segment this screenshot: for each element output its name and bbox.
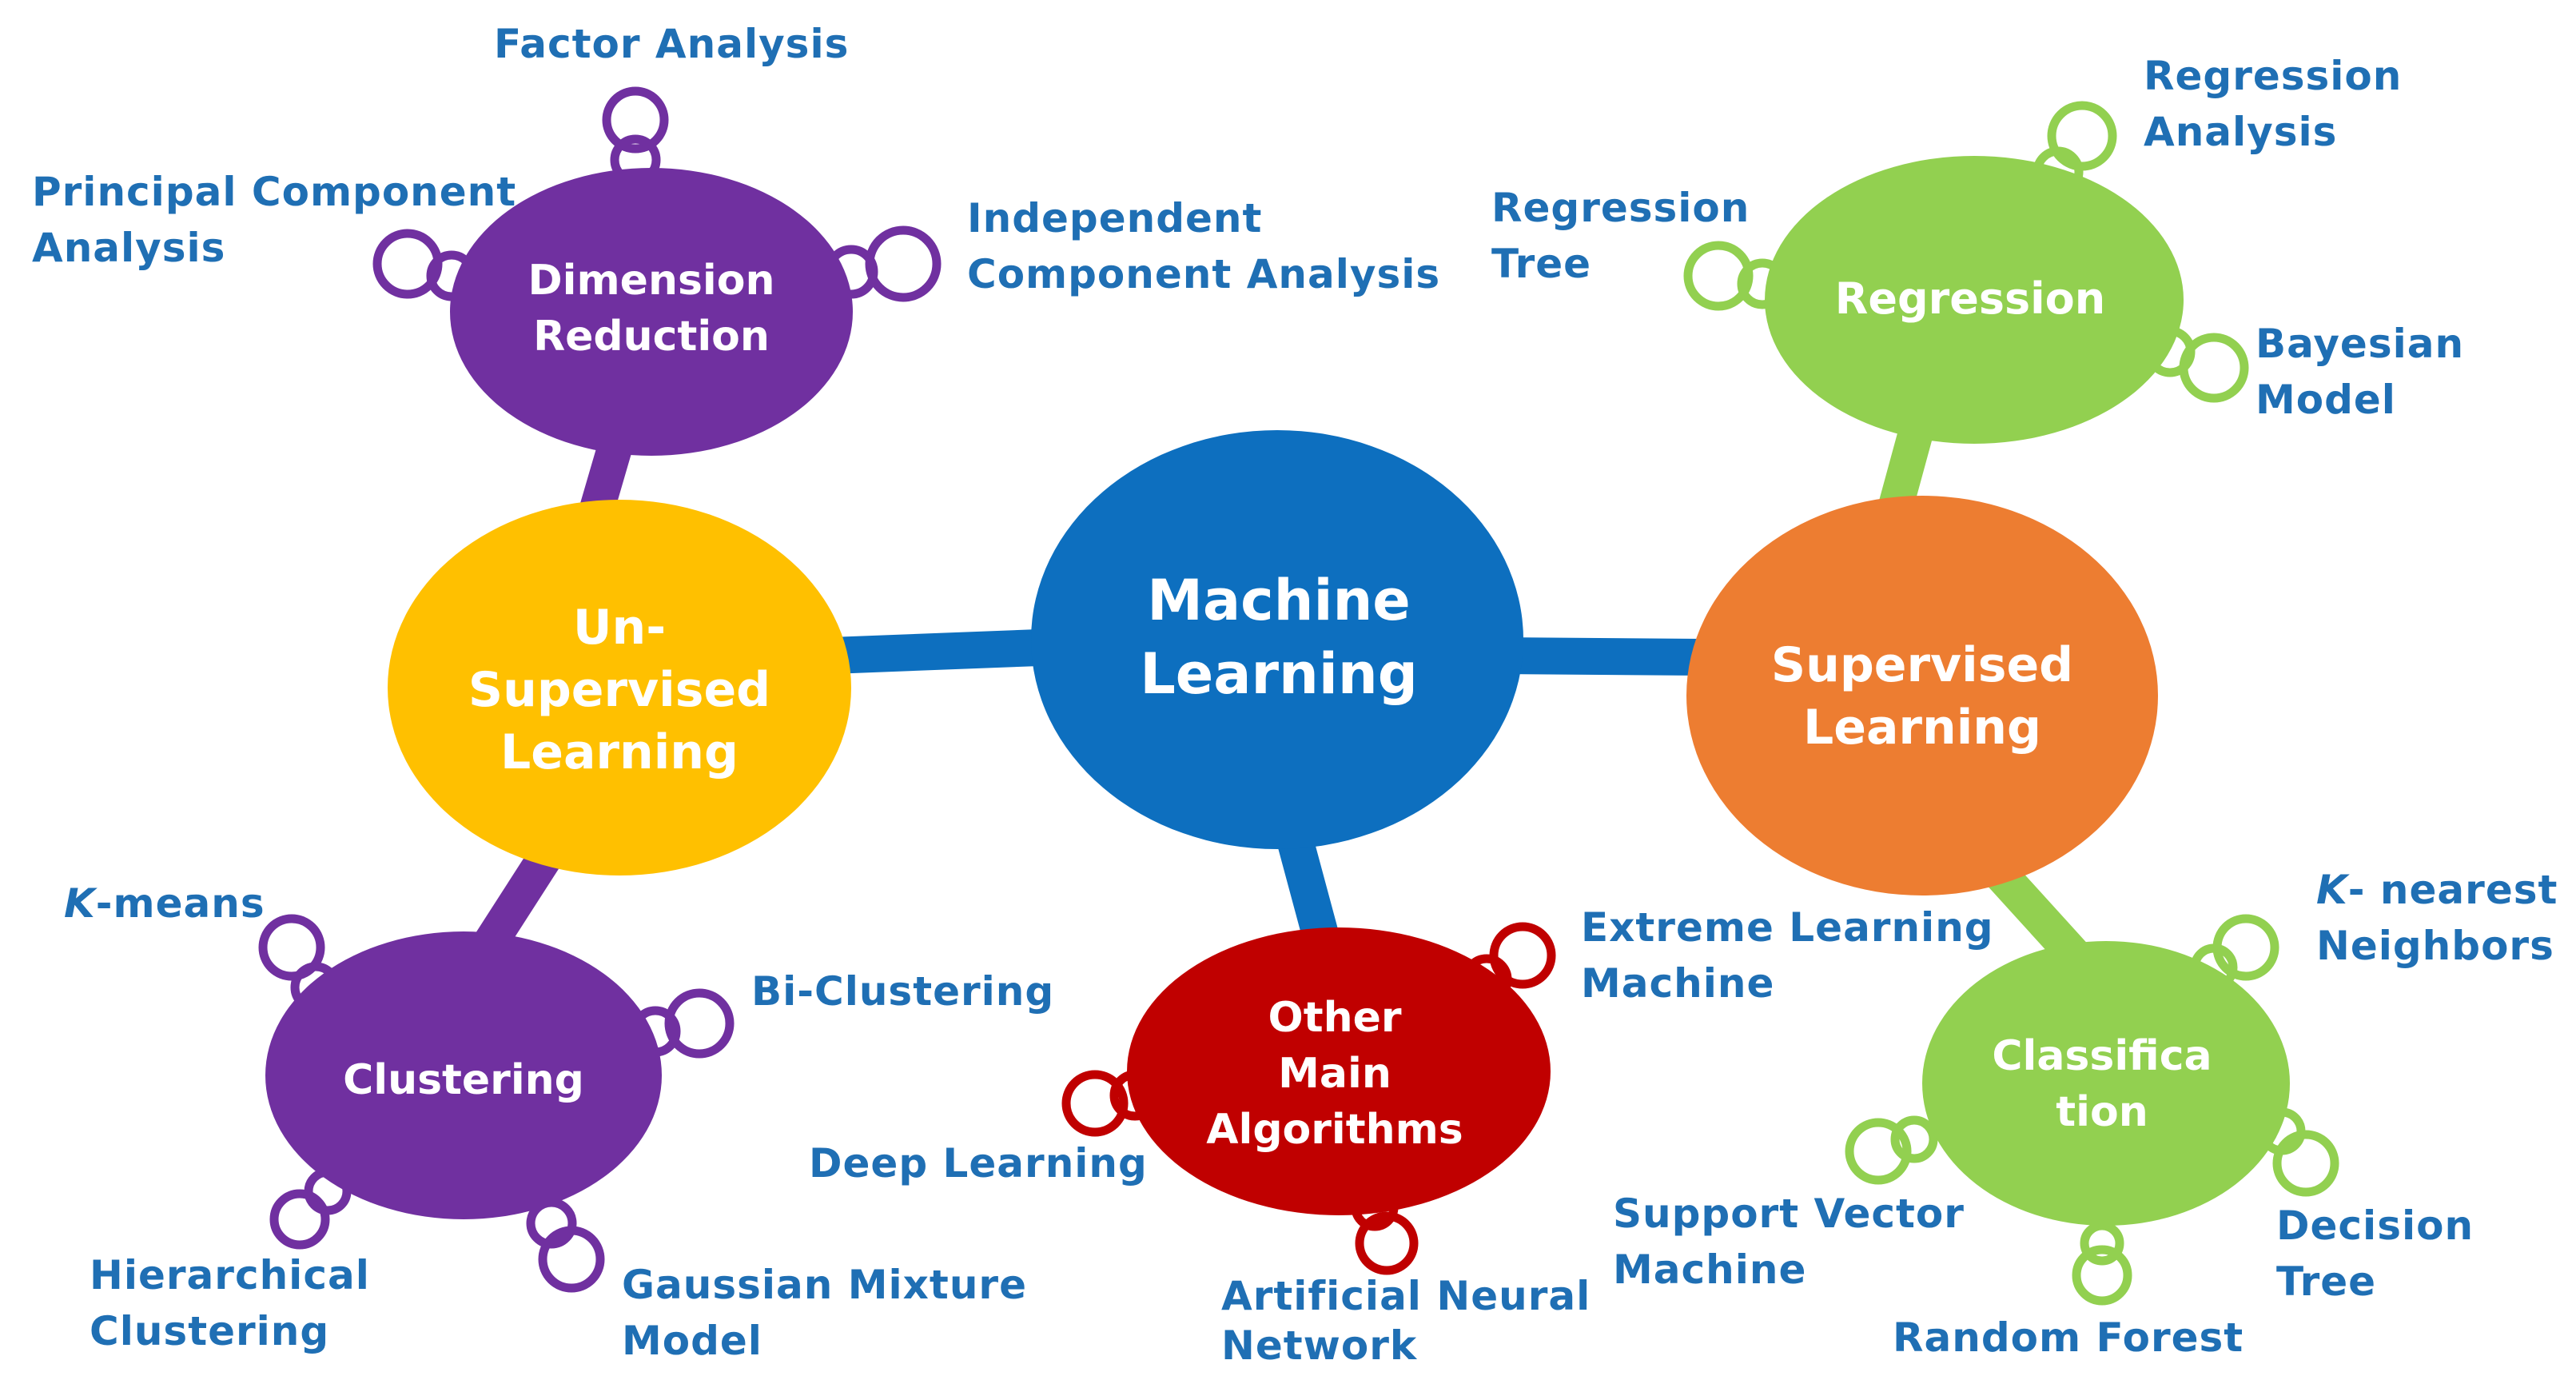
label-gmm-line-1: Gaussian Mixture [622,1262,1027,1308]
connector-center-supervised [1502,637,1703,676]
label-decision-tree: Decision Tree [2276,1198,2474,1310]
label-artificial-neural-network: Artificial Neural Network [1221,1271,1591,1370]
label-bayesian-line-1: Bayesian [2255,321,2465,367]
label-hierarchical-line-1: Hierarchical [90,1252,370,1298]
ring-kmeans-1 [258,914,325,981]
label-extreme-learning-machine: Extreme Learning Machine [1581,899,1994,1011]
label-ann-line-2: Network [1221,1322,1418,1369]
label-support-vector-machine: Support Vector Machine [1613,1186,1965,1298]
node-classification [1922,941,2290,1226]
ring-svm-2 [1890,1115,1938,1163]
label-bayesian-line-2: Model [2255,377,2396,423]
label-random-forest: Random Forest [1893,1314,2244,1361]
label-regression-tree: Regression Tree [1491,180,1750,292]
label-elm-line-1: Extreme Learning [1581,904,1994,951]
ring-biclustering-1 [664,988,735,1059]
node-regression [1765,156,2184,444]
label-hierarchical-clustering: Hierarchical Clustering [90,1247,370,1359]
label-bayesian-model: Bayesian Model [2255,316,2464,428]
node-text-regression: Regression [1835,273,2105,324]
ring-hierarchical-1 [269,1189,330,1250]
node-machine-learning [1031,430,1523,849]
label-gaussian-mixture-model: Gaussian Mixture Model [622,1257,1027,1369]
node-clustering [265,931,662,1219]
label-ica-line-2: Component Analysis [967,251,1441,297]
nodes [265,156,2290,1226]
ring-random-forest-2 [2080,1221,2124,1266]
label-pca-line-2: Analysis [32,225,226,271]
label-regression-tree-line-1: Regression [1491,185,1750,231]
ring-gmm-1 [538,1226,605,1293]
label-k-means-rest: -means [95,880,265,927]
ring-decision-tree-1 [2272,1130,2339,1197]
label-independent-component-analysis: Independent Component Analysis [967,190,1440,302]
label-factor-analysis: Factor Analysis [494,21,850,67]
label-decision-tree-line-2: Tree [2276,1258,2377,1305]
ring-regression-tree-1 [1683,241,1754,311]
connector-center-unsupervised [830,629,1040,674]
ring-deep-learning-1 [1061,1070,1129,1137]
label-k-means-k: K [64,880,96,927]
label-ica-line-1: Independent [967,195,1263,241]
label-svm-line-2: Machine [1613,1246,1807,1293]
label-ann-line-1: Artificial Neural [1221,1273,1591,1319]
label-knn-line-2: Neighbors [2316,923,2554,969]
node-supervised-learning [1686,496,2158,895]
label-knn-line-1: K- nearest [2316,862,2558,918]
node-dimension-reduction [450,168,853,456]
label-k-means: K-means [64,875,265,931]
node-unsupervised-learning [388,500,851,875]
ring-random-forest-1 [2072,1245,2132,1306]
label-bi-clustering: Bi-Clustering [751,968,1055,1015]
label-hierarchical-line-2: Clustering [90,1308,330,1354]
ring-factor-analysis-1 [602,86,669,154]
label-pca-line-1: Principal Component [32,169,517,215]
label-regression-analysis-line-1: Regression [2144,53,2403,99]
label-gmm-line-2: Model [622,1318,762,1364]
ring-elm-1 [1489,922,1556,989]
label-knn-k: K [2316,867,2348,913]
label-regression-analysis-line-2: Analysis [2144,109,2338,155]
connector-center-other [1276,835,1341,948]
label-principal-component-analysis: Principal Component Analysis [32,164,516,276]
label-svm-line-1: Support Vector [1613,1191,1965,1237]
label-elm-line-2: Machine [1581,960,1775,1007]
ring-regression-analysis-1 [2047,101,2117,171]
node-text-clustering: Clustering [343,1056,584,1104]
label-k-nearest-neighbors: K- nearest Neighbors [2316,862,2558,974]
label-deep-learning: Deep Learning [809,1140,1148,1187]
node-other-main-algorithms [1127,927,1551,1215]
label-regression-tree-line-2: Tree [1491,241,1592,287]
label-decision-tree-line-1: Decision [2276,1203,2474,1249]
label-regression-analysis: Regression Analysis [2144,48,2402,160]
ring-ica-1 [865,225,942,302]
label-knn-rest: - nearest [2347,867,2558,913]
ring-svm-1 [1845,1118,1912,1185]
